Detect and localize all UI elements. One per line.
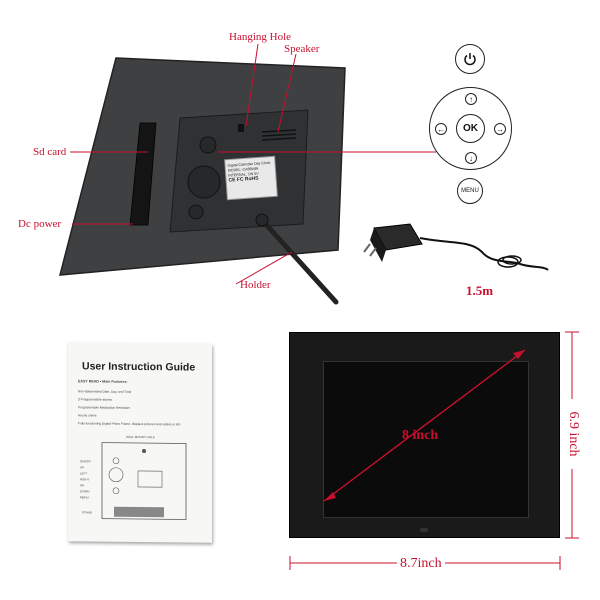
rear-label-text: Digital Calendar Day Clock MODEL: CA8BA6…	[227, 160, 276, 184]
ok-button: OK	[456, 114, 485, 143]
manual-rear-diagram	[101, 442, 187, 520]
menu-button: MENU	[457, 178, 483, 204]
diagonal-label: 8 inch	[402, 428, 439, 443]
width-label: 8.7inch	[397, 556, 445, 572]
front-frame	[289, 332, 560, 538]
right-arrow-icon: →	[494, 123, 506, 135]
rear-label-sticker	[224, 155, 278, 201]
dc-power-label: Dc power	[18, 218, 62, 230]
rear-power-button	[199, 136, 217, 154]
power-adapter-illustration	[363, 223, 549, 271]
speaker-grille	[261, 129, 297, 141]
sd-card-slot	[129, 122, 157, 226]
up-arrow-icon: ↑	[465, 93, 477, 105]
hanging-hole-label: Hanging Hole	[229, 31, 292, 43]
front-screen	[323, 361, 529, 518]
front-sensor	[420, 528, 428, 532]
cable-length-label: 1.5m	[466, 283, 494, 298]
rear-dpad	[187, 165, 221, 199]
height-label: 6.9 inch	[565, 399, 581, 469]
holder-leg	[259, 217, 339, 305]
hanging-hole	[238, 124, 244, 132]
left-arrow-icon: ←	[435, 123, 447, 135]
dimension-lines	[289, 331, 579, 570]
speaker-label: Speaker	[284, 43, 320, 55]
down-arrow-icon: ↓	[465, 152, 477, 164]
power-icon	[464, 53, 476, 66]
dpad-ring: OK ↑ ↓ ← →	[429, 87, 512, 170]
holder-label: Holder	[240, 279, 271, 291]
sd-card-label: Sd card	[33, 146, 67, 158]
ok-label: OK	[463, 123, 478, 134]
power-button	[455, 44, 485, 74]
user-manual: User Instruction Guide EASY READ • Main …	[68, 342, 212, 543]
rear-view-illustration	[59, 43, 436, 305]
menu-label: MENU	[461, 188, 479, 194]
rear-menu-button	[188, 204, 204, 220]
diagonal-line	[323, 349, 526, 502]
